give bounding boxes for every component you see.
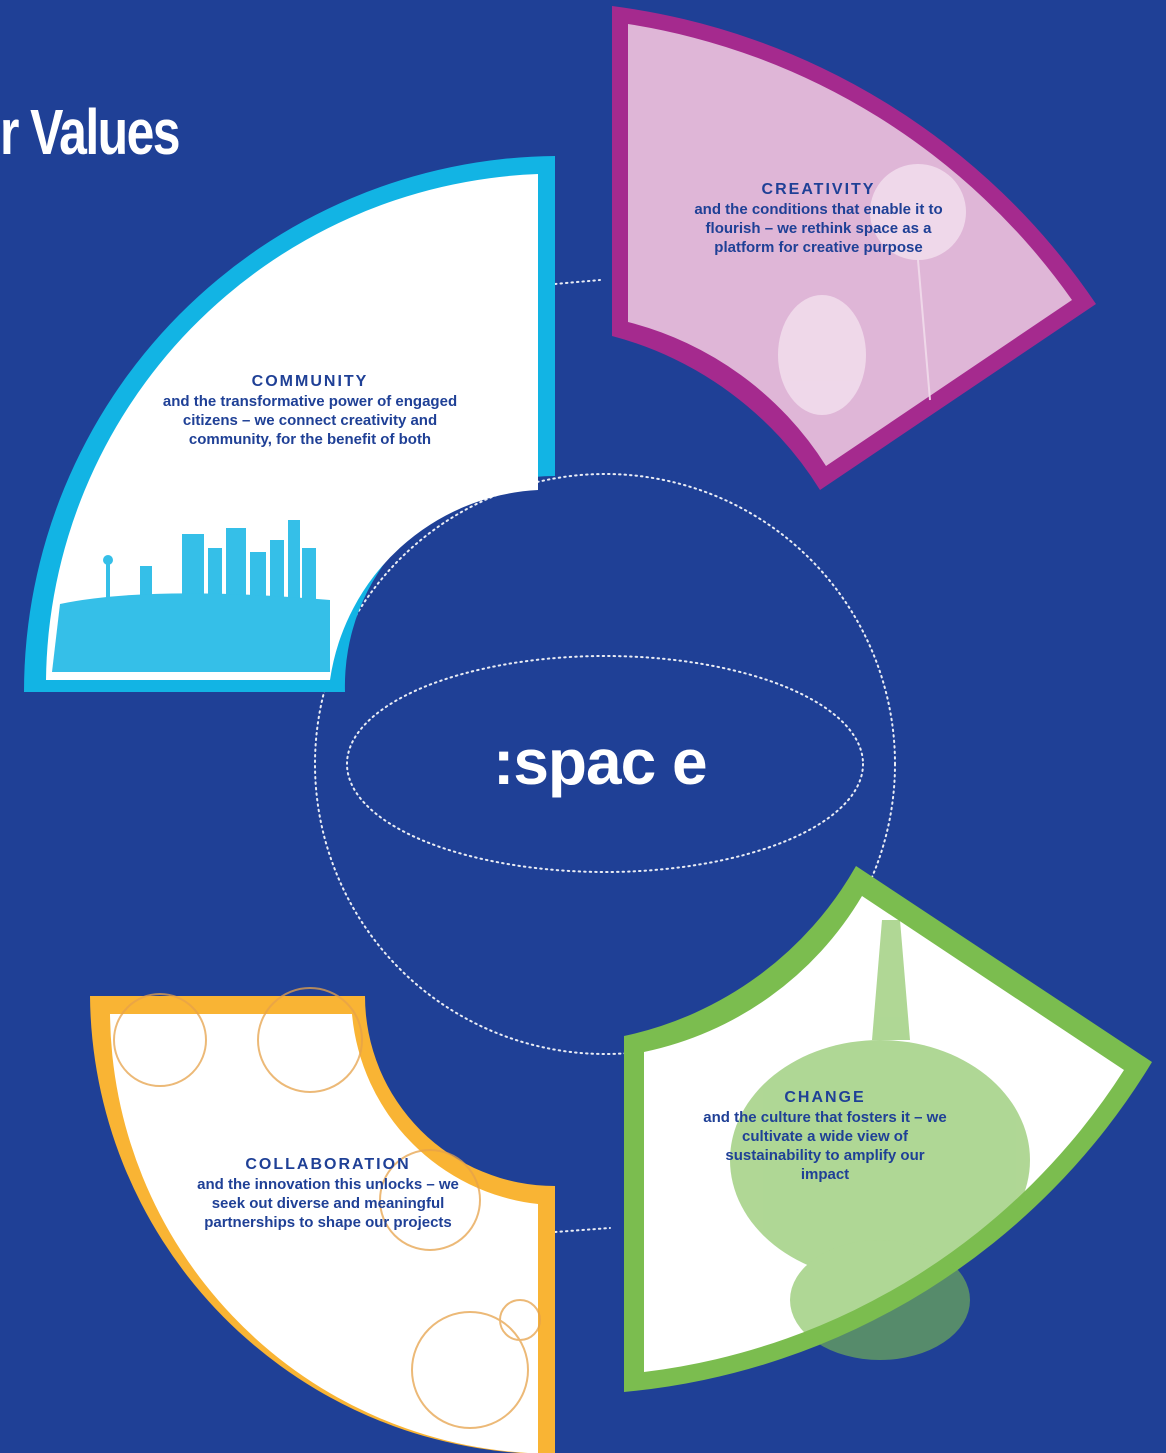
collaboration-body: and the innovation this unlocks – we see… [197, 1176, 459, 1231]
change-sector [624, 866, 1152, 1392]
page-title: r Values [0, 96, 181, 168]
community-sector [24, 156, 555, 692]
collaboration-panel [110, 1014, 538, 1453]
creativity-text: CREATIVITY and the conditions that enabl… [676, 180, 961, 257]
creativity-body: and the conditions that enable it to flo… [694, 201, 943, 256]
dotted-connector-top [554, 279, 601, 285]
dotted-outer-circle [314, 473, 896, 1055]
collaboration-sector [90, 987, 555, 1453]
creativity-title: CREATIVITY [761, 181, 876, 198]
city-skyline-image [52, 520, 330, 672]
community-panel [46, 174, 538, 680]
tree-roots-image [730, 920, 1030, 1360]
change-text: CHANGE and the culture that fosters it –… [700, 1088, 950, 1184]
creativity-panel [628, 24, 1072, 466]
community-text: COMMUNITY and the transformative power o… [160, 372, 460, 449]
space-logo: :spac e [493, 726, 708, 798]
community-body: and the transformative power of engaged … [162, 393, 458, 448]
dotted-connector-bottom [554, 1227, 611, 1233]
change-body: and the culture that fosters it – we cul… [703, 1109, 947, 1183]
creativity-sector [612, 6, 1096, 490]
balloon-image [778, 164, 966, 415]
bicycles-image [113, 987, 541, 1429]
change-title: CHANGE [784, 1089, 866, 1106]
collaboration-text: COLLABORATION and the innovation this un… [188, 1155, 468, 1232]
dotted-circles [314, 279, 896, 1233]
community-title: COMMUNITY [251, 373, 369, 390]
collaboration-title: COLLABORATION [245, 1156, 411, 1173]
dotted-center-ellipse [346, 655, 864, 873]
